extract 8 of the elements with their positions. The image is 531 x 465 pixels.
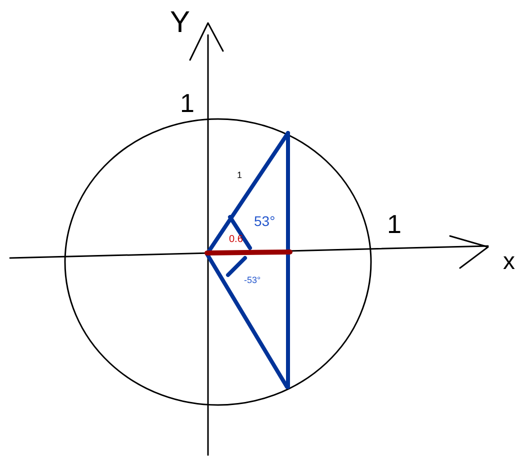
angle-label: 53° <box>254 214 276 228</box>
radius-label: 1 <box>180 90 194 116</box>
angle-label: -53° <box>244 276 261 285</box>
axis-label: Y <box>170 8 190 38</box>
radius-label: 1 <box>387 211 402 237</box>
axis-label: x <box>503 250 515 274</box>
hypotenuse-label: 1 <box>237 171 242 180</box>
length-label: 0.6 <box>229 235 243 245</box>
